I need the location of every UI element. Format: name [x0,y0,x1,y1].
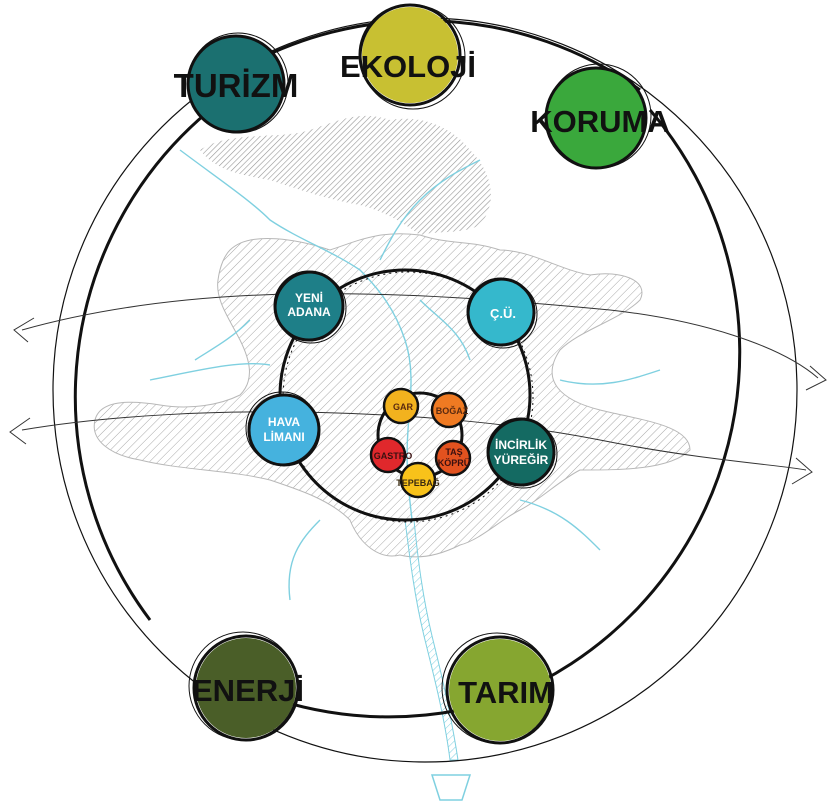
node-hava-limani-line1: HAVA [268,415,301,429]
node-turizm: TURİZM [174,32,299,134]
node-ekoloji-label: EKOLOJİ [340,49,476,84]
node-ekoloji-fill [362,7,458,103]
node-hava-limani-line2: LİMANI [263,429,304,444]
node-bogaz-label: BOĞAZ [436,405,469,416]
node-turizm-label: TURİZM [174,67,299,104]
node-incirlik-line2: YÜREĞİR [494,452,549,467]
node-tarim-label: TARIM [458,675,554,710]
node-bogaz: BOĞAZ [430,391,469,429]
node-cu-label: Ç.Ü. [490,306,516,321]
arrowhead-left-top [13,317,35,343]
node-gar: GAR [382,387,420,425]
node-enerji: ENERJİ [188,631,304,742]
node-gar-label: GAR [393,402,414,412]
node-tas-kopru-line1: TAŞ [445,447,462,457]
node-yeni-adana-line2: ADANA [287,305,331,319]
node-tarim: TARIM [441,632,555,745]
arrowhead-right-top [805,365,827,391]
node-turizm-fill [189,37,283,131]
node-hava-limani: HAVA LİMANI [245,391,321,467]
node-tas-kopru: TAŞ KÖPRÜ [434,439,472,477]
node-enerji-label: ENERJİ [192,673,304,708]
node-incirlik-line1: İNCİRLİK [495,437,547,452]
node-tas-kopru-line2: KÖPRÜ [438,458,471,468]
river-network [149,149,661,601]
node-cu: Ç.Ü. [466,277,538,349]
node-gastro-label: GASTRO [374,451,413,461]
node-koruma-fill [547,69,645,167]
node-gastro: GASTRO [369,436,413,474]
node-enerji-fill [196,638,296,738]
node-incirlik: İNCİRLİK YÜREĞİR [486,417,558,489]
node-ekoloji: EKOLOJİ [340,3,476,110]
node-koruma-label: KORUMA [530,104,670,139]
delta-marker [430,774,472,801]
forest-area-hatch [200,115,491,235]
node-tepebag-label: TEPEBAĞ [396,477,440,488]
node-tarim-fill [449,639,551,741]
node-tepebag: TEPEBAĞ [396,461,440,499]
node-koruma: KORUMA [530,63,670,170]
node-yeni-adana: YENİ ADANA [273,270,347,344]
river-channel-hatch [404,519,459,761]
arrowhead-right-bottom [791,457,813,485]
node-yeni-adana-line1: YENİ [295,290,323,305]
arrowhead-left-bottom [9,417,31,445]
